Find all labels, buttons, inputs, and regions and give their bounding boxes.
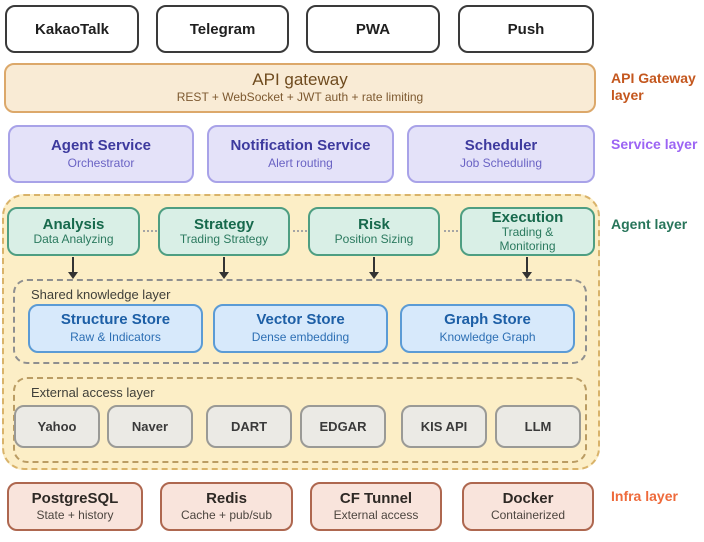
layer-label-agent: Agent layer — [611, 216, 688, 232]
infra-subtitle: Cache + pub/sub — [180, 507, 273, 522]
service-subtitle: Job Scheduling — [459, 155, 543, 170]
external-box-naver: Naver — [107, 405, 193, 448]
agent-subtitle: Trading Strategy — [179, 232, 269, 247]
agent-title: Risk — [358, 215, 390, 233]
layer-label-infra: Infra layer — [611, 488, 678, 504]
infra-box-postgresql: PostgreSQL State + history — [7, 482, 143, 531]
infra-title: Redis — [206, 489, 247, 507]
down-arrow-analysis — [68, 257, 78, 279]
external-box-llm: LLM — [495, 405, 581, 448]
external-label: DART — [230, 419, 268, 434]
external-label: Yahoo — [37, 419, 77, 434]
infra-box-cf-tunnel: CF Tunnel External access — [310, 482, 442, 531]
service-subtitle: Alert routing — [268, 155, 333, 170]
store-box-structure: Structure Store Raw & Indicators — [28, 304, 203, 353]
infra-title: PostgreSQL — [31, 489, 119, 507]
dotted-connector — [293, 230, 307, 232]
external-box-edgar: EDGAR — [300, 405, 386, 448]
down-arrow-execution — [522, 257, 532, 279]
dotted-connector — [444, 230, 458, 232]
external-access-label: External access layer — [31, 385, 155, 400]
client-box-kakaotalk: KakaoTalk — [5, 5, 139, 53]
agent-box-analysis: Analysis Data Analyzing — [7, 207, 140, 256]
client-label: Telegram — [189, 20, 256, 38]
store-title: Vector Store — [256, 311, 345, 329]
agent-box-strategy: Strategy Trading Strategy — [158, 207, 290, 256]
store-title: Graph Store — [444, 311, 531, 329]
service-title: Notification Service — [230, 136, 371, 154]
layer-label-service: Service layer — [611, 136, 698, 152]
api-gateway-title: API gateway — [252, 70, 348, 90]
external-label: Naver — [131, 419, 169, 434]
dotted-connector — [143, 230, 157, 232]
service-title: Scheduler — [464, 136, 538, 154]
service-box-notification-service: Notification Service Alert routing — [207, 125, 394, 183]
agent-subtitle: Position Sizing — [334, 232, 414, 247]
agent-box-risk: Risk Position Sizing — [308, 207, 440, 256]
store-box-vector: Vector Store Dense embedding — [213, 304, 388, 353]
agent-subtitle: Data Analyzing — [33, 232, 114, 247]
service-box-agent-service: Agent Service Orchestrator — [8, 125, 194, 183]
api-gateway-box: API gateway REST + WebSocket + JWT auth … — [4, 63, 596, 113]
external-box-kis-api: KIS API — [401, 405, 487, 448]
shared-knowledge-label: Shared knowledge layer — [31, 287, 171, 302]
client-label: PWA — [355, 20, 391, 38]
infra-box-docker: Docker Containerized — [462, 482, 594, 531]
store-subtitle: Dense embedding — [251, 330, 350, 345]
infra-subtitle: Containerized — [490, 507, 566, 522]
service-box-scheduler: Scheduler Job Scheduling — [407, 125, 595, 183]
agent-box-execution: Execution Trading & Monitoring — [460, 207, 595, 256]
service-subtitle: Orchestrator — [67, 155, 135, 170]
api-gateway-subtitle: REST + WebSocket + JWT auth + rate limit… — [176, 89, 424, 104]
external-box-yahoo: Yahoo — [14, 405, 100, 448]
store-subtitle: Raw & Indicators — [70, 330, 161, 345]
agent-title: Execution — [491, 209, 564, 227]
external-label: EDGAR — [319, 419, 367, 434]
agent-title: Strategy — [193, 215, 255, 233]
agent-title: Analysis — [42, 215, 105, 233]
layer-label-api-gateway: API Gateway layer — [611, 70, 696, 104]
client-box-push: Push — [458, 5, 594, 53]
infra-subtitle: State + history — [36, 507, 114, 522]
infra-box-redis: Redis Cache + pub/sub — [160, 482, 293, 531]
store-box-graph: Graph Store Knowledge Graph — [400, 304, 575, 353]
client-label: Push — [507, 20, 545, 38]
external-label: KIS API — [420, 419, 468, 434]
shared-knowledge-container: Shared knowledge layer — [13, 279, 587, 364]
client-box-telegram: Telegram — [156, 5, 289, 53]
infra-subtitle: External access — [333, 507, 419, 522]
external-label: LLM — [524, 419, 552, 434]
store-title: Structure Store — [60, 311, 171, 329]
infra-title: Docker — [502, 489, 554, 507]
service-title: Agent Service — [50, 136, 152, 154]
client-box-pwa: PWA — [306, 5, 440, 53]
down-arrow-strategy — [219, 257, 229, 279]
down-arrow-risk — [369, 257, 379, 279]
client-label: KakaoTalk — [35, 20, 109, 38]
infra-title: CF Tunnel — [339, 489, 413, 507]
external-box-dart: DART — [206, 405, 292, 448]
store-subtitle: Knowledge Graph — [439, 330, 536, 345]
agent-subtitle: Trading & Monitoring — [499, 225, 556, 254]
